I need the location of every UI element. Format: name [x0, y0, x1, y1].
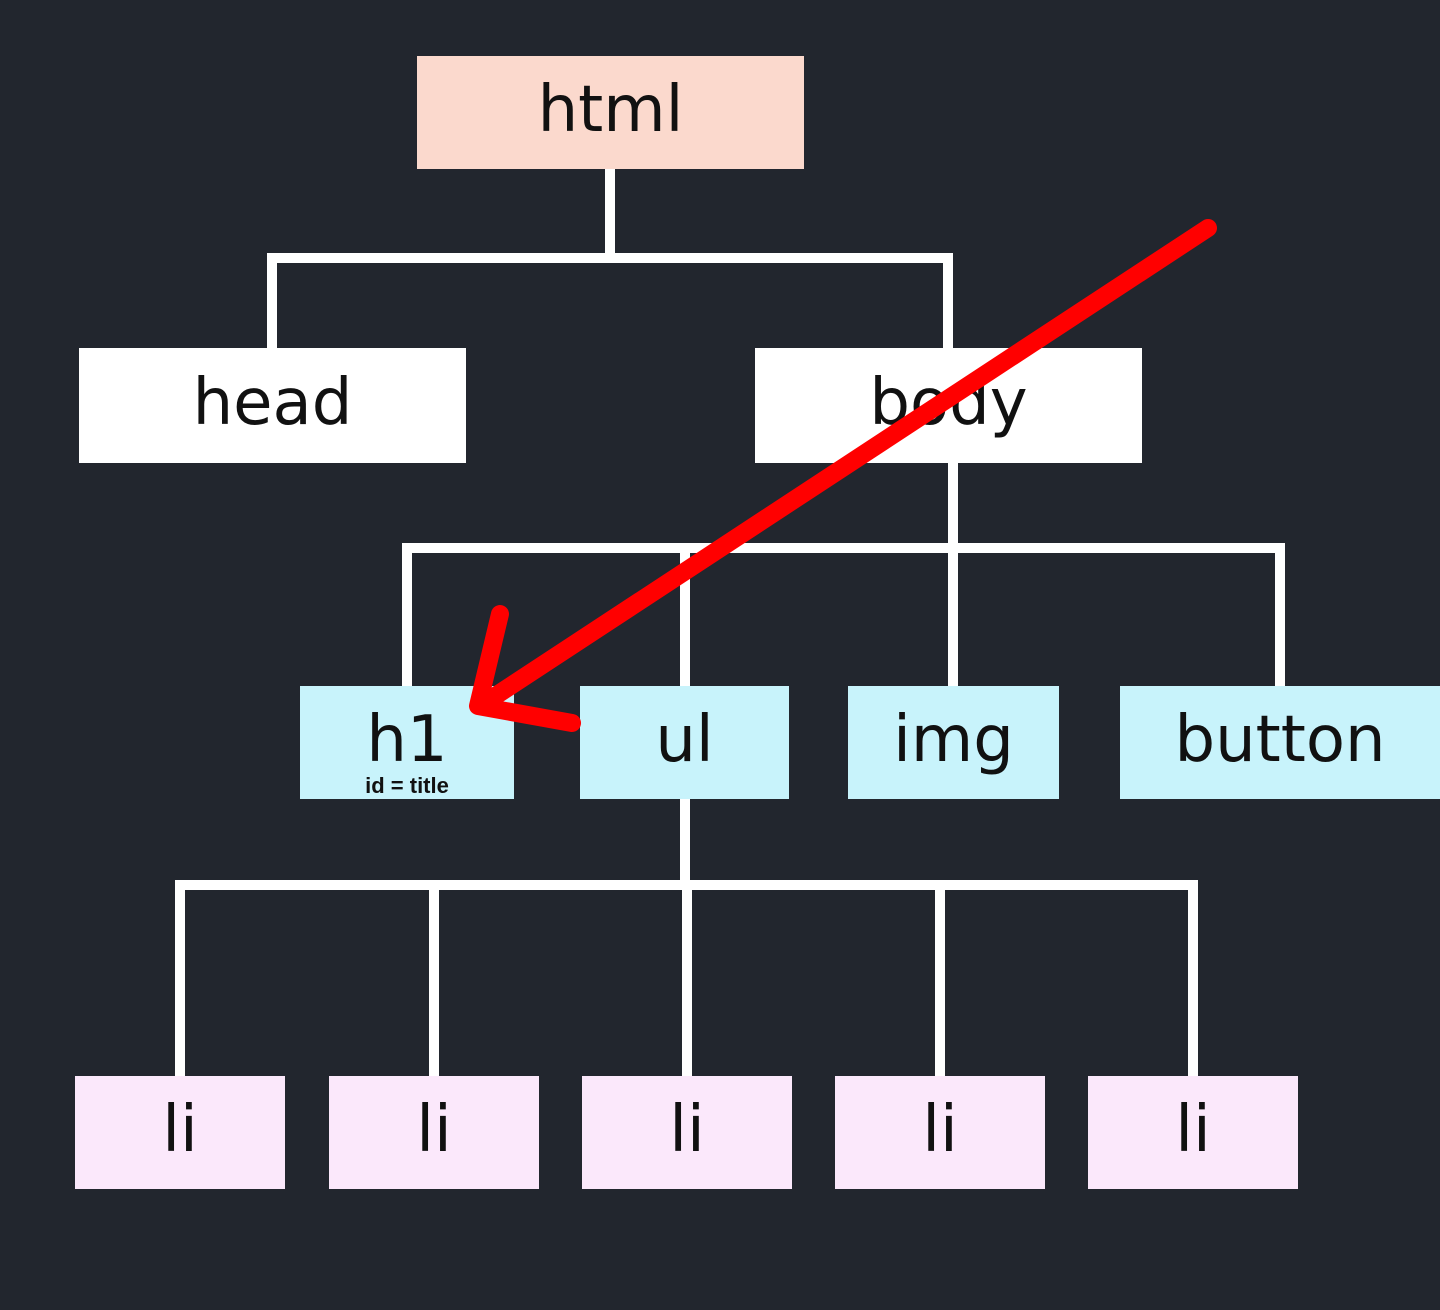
edge-ul-children [175, 793, 1198, 1081]
edge-body-children [402, 458, 1285, 691]
node-body: body [755, 348, 1142, 463]
node-li-1: li [75, 1076, 285, 1189]
node-html: html [417, 56, 804, 169]
node-li-3: li [582, 1076, 792, 1189]
node-head: head [79, 348, 466, 463]
node-h1: h1 id = title [300, 686, 514, 799]
node-body-label: body [869, 365, 1028, 440]
node-head-label: head [192, 365, 353, 440]
node-ul: ul [580, 686, 789, 799]
node-img-label: img [893, 702, 1014, 777]
edge-html-children [267, 165, 953, 353]
node-li-5-label: li [1175, 1092, 1211, 1167]
node-li-4: li [835, 1076, 1045, 1189]
node-li-4-label: li [922, 1092, 958, 1167]
node-li-2-label: li [416, 1092, 452, 1167]
node-h1-attribute: id = title [365, 773, 449, 798]
node-html-label: html [537, 72, 684, 147]
node-h1-label: h1 [366, 702, 448, 777]
node-ul-label: ul [655, 702, 714, 777]
node-li-2: li [329, 1076, 539, 1189]
node-button: button [1120, 686, 1440, 799]
node-li-5: li [1088, 1076, 1298, 1189]
node-img: img [848, 686, 1059, 799]
node-li-3-label: li [669, 1092, 705, 1167]
node-li-1-label: li [162, 1092, 198, 1167]
node-button-label: button [1174, 702, 1386, 777]
